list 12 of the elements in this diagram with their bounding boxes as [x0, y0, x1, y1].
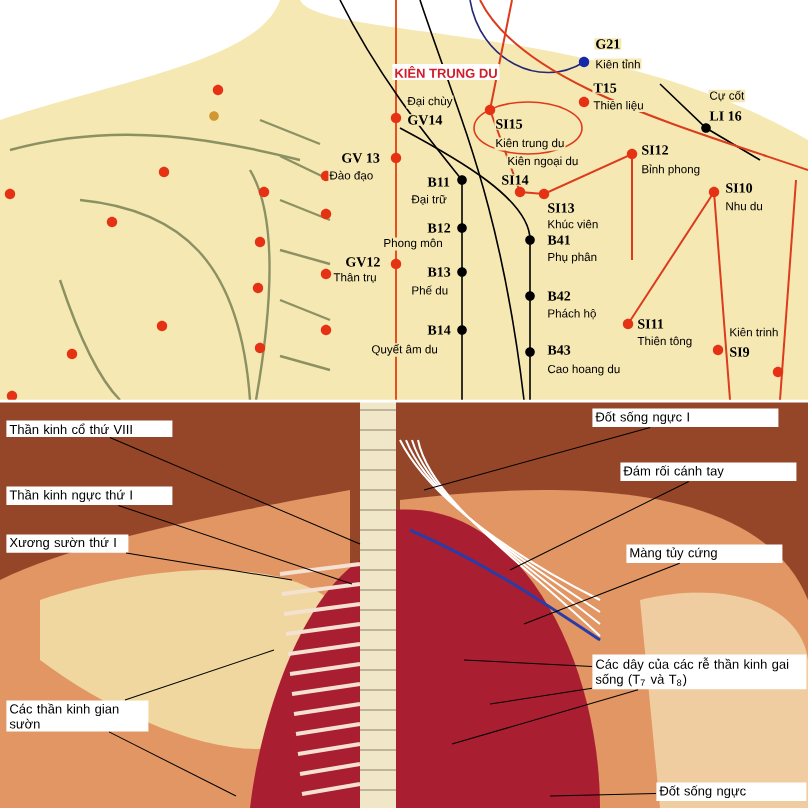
leader-line — [117, 505, 353, 585]
leader-line — [523, 562, 681, 625]
leader-line — [463, 659, 593, 667]
leader-line — [451, 689, 639, 745]
leader-line — [124, 649, 275, 701]
leader-line — [549, 793, 657, 797]
leader-line — [509, 481, 690, 571]
leader-line — [489, 687, 593, 705]
leader-line — [109, 436, 361, 545]
leader-line — [125, 552, 293, 581]
leader-line — [108, 731, 237, 797]
leader-line — [423, 427, 651, 491]
